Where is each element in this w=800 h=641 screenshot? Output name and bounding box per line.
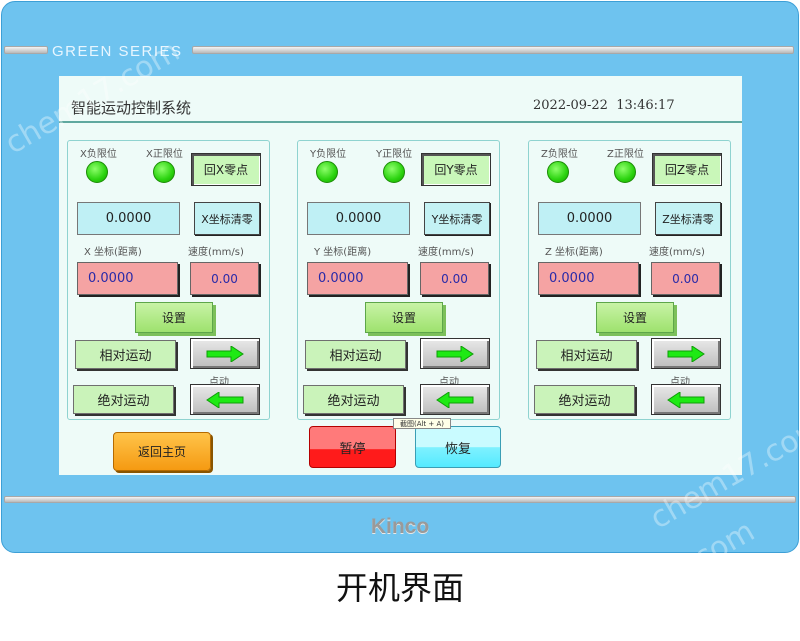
bottom-trim [4, 496, 796, 503]
home-z-button[interactable]: 回Z零点 [652, 153, 722, 186]
series-brand: GREEN SERIES [52, 43, 183, 60]
resume-button[interactable]: 恢复 [415, 426, 501, 468]
arrow-right-icon [205, 345, 245, 362]
coord-label: Z 坐标(距离) [545, 247, 603, 258]
caption: 开机界面 [335, 569, 464, 607]
coord-label: Y 坐标(距离) [314, 247, 372, 258]
set-button[interactable]: 设置 [135, 302, 213, 333]
arrow-left-icon [205, 391, 245, 408]
jog-backward-button[interactable] [190, 384, 260, 415]
coord-label: X 坐标(距离) [84, 247, 142, 258]
speed-input[interactable]: 0.00 [190, 262, 259, 295]
kinco-logo: Kinco [370, 515, 430, 538]
coord-display: 0.0000 [538, 202, 641, 235]
axis-panel-y: Y负限位 Y正限位 回Y零点 0.0000 Y坐标清零 Y 坐标(距离) 速度(… [297, 140, 500, 420]
neg-limit-label: Z负限位 [541, 149, 578, 160]
screenshot-tooltip: 截图(Alt + A) [393, 418, 451, 429]
arrow-right-icon [435, 345, 475, 362]
relative-move-button[interactable]: 相对运动 [305, 340, 406, 369]
clear-y-coord-button[interactable]: Y坐标清零 [424, 202, 490, 235]
pos-limit-label: Y正限位 [376, 149, 413, 160]
coord-display: 0.0000 [77, 202, 180, 235]
neg-limit-label: Y负限位 [310, 149, 347, 160]
jog-forward-button[interactable] [190, 338, 260, 369]
absolute-move-button[interactable]: 绝对运动 [534, 385, 635, 414]
set-button[interactable]: 设置 [365, 302, 443, 333]
pos-limit-indicator [383, 161, 405, 183]
coord-display: 0.0000 [307, 202, 410, 235]
neg-limit-indicator [86, 161, 108, 183]
set-button[interactable]: 设置 [596, 302, 674, 333]
coord-input[interactable]: 0.0000 [77, 262, 178, 295]
arrow-left-icon [435, 391, 475, 408]
axis-panel-z: Z负限位 Z正限位 回Z零点 0.0000 Z坐标清零 Z 坐标(距离) 速度(… [528, 140, 731, 420]
home-y-button[interactable]: 回Y零点 [421, 153, 491, 186]
neg-limit-label: X负限位 [80, 149, 117, 160]
top-trim-right [192, 46, 794, 54]
speed-label: 速度(mm/s) [188, 247, 244, 258]
datetime-display: 2022-09-22 13:46:17 [533, 98, 675, 113]
pause-button[interactable]: 暂停 [309, 426, 396, 468]
jog-forward-button[interactable] [651, 338, 721, 369]
coord-input[interactable]: 0.0000 [307, 262, 408, 295]
speed-input[interactable]: 0.00 [651, 262, 720, 295]
neg-limit-indicator [547, 161, 569, 183]
hmi-screen: 智能运动控制系统 2022-09-22 13:46:17 X负限位 X正限位 回… [59, 76, 742, 475]
arrow-right-icon [666, 345, 706, 362]
jog-backward-button[interactable] [420, 384, 490, 415]
coord-input[interactable]: 0.0000 [538, 262, 639, 295]
jog-backward-button[interactable] [651, 384, 721, 415]
neg-limit-indicator [316, 161, 338, 183]
clear-z-coord-button[interactable]: Z坐标清零 [655, 202, 721, 235]
title-divider [59, 121, 742, 123]
jog-forward-button[interactable] [420, 338, 490, 369]
speed-input[interactable]: 0.00 [420, 262, 489, 295]
pos-limit-indicator [153, 161, 175, 183]
pos-limit-indicator [614, 161, 636, 183]
jog-label: 点动 [439, 377, 459, 388]
relative-move-button[interactable]: 相对运动 [75, 340, 176, 369]
pos-limit-label: Z正限位 [607, 149, 644, 160]
jog-label: 点动 [209, 377, 229, 388]
relative-move-button[interactable]: 相对运动 [536, 340, 637, 369]
jog-label: 点动 [670, 377, 690, 388]
absolute-move-button[interactable]: 绝对运动 [73, 385, 174, 414]
top-trim-left [4, 46, 48, 54]
axis-panel-x: X负限位 X正限位 回X零点 0.0000 X坐标清零 X 坐标(距离) 速度(… [67, 140, 270, 420]
page-title: 智能运动控制系统 [71, 99, 192, 117]
speed-label: 速度(mm/s) [649, 247, 705, 258]
home-x-button[interactable]: 回X零点 [191, 153, 261, 186]
arrow-left-icon [666, 391, 706, 408]
return-home-button[interactable]: 返回主页 [113, 432, 211, 471]
absolute-move-button[interactable]: 绝对运动 [303, 385, 404, 414]
clear-x-coord-button[interactable]: X坐标清零 [194, 202, 260, 235]
speed-label: 速度(mm/s) [418, 247, 474, 258]
pos-limit-label: X正限位 [146, 149, 183, 160]
